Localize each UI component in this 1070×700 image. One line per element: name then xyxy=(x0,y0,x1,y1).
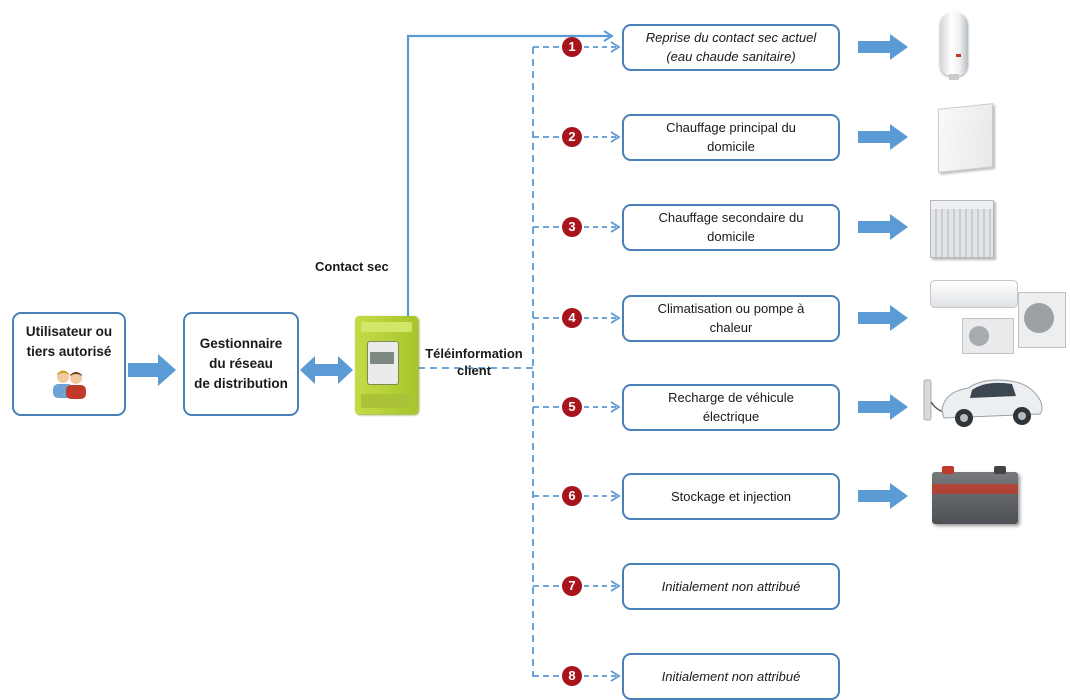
output-box-8: Initialement non attribué xyxy=(622,652,840,700)
output-number-badge-2: 2 xyxy=(562,127,582,147)
contact-sec-line xyxy=(406,34,612,316)
dry-contact-label: Contact sec xyxy=(315,259,389,274)
main-heater-icon xyxy=(938,103,993,173)
device-arrow-4 xyxy=(858,305,908,331)
branch-arrowhead-2 xyxy=(610,131,621,143)
manager-meter-double-arrow xyxy=(300,356,353,384)
users-icon xyxy=(53,370,86,399)
user-box-line2: tiers autorisé xyxy=(26,344,112,359)
air-conditioner-icon xyxy=(930,278,1066,354)
branch-arrowhead-6 xyxy=(610,490,621,502)
output-number-badge-1: 1 xyxy=(562,37,582,57)
output-box-4: Climatisation ou pompe à chaleur xyxy=(622,294,840,342)
output-box-4-line1: Climatisation ou pompe à xyxy=(657,301,805,316)
output-number-badge-6: 6 xyxy=(562,486,582,506)
grid-manager-box: Gestionnaire du réseau de distribution xyxy=(183,312,299,416)
user-box: Utilisateur ou tiers autorisé xyxy=(12,312,126,416)
output-box-1-line2: (eau chaude sanitaire) xyxy=(666,49,796,64)
branch-group xyxy=(533,41,621,682)
output-box-6: Stockage et injection xyxy=(622,472,840,520)
output-number-badge-5: 5 xyxy=(562,397,582,417)
teleinfo-label-line2: client xyxy=(457,363,491,378)
device-arrow-1 xyxy=(858,34,908,60)
device-arrow-2 xyxy=(858,124,908,150)
output-box-8-line1: Initialement non attribué xyxy=(661,668,801,684)
output-number-badge-4: 4 xyxy=(562,308,582,328)
device-arrow-3 xyxy=(858,214,908,240)
output-box-3-line1: Chauffage secondaire du xyxy=(658,210,804,225)
output-box-5: Recharge de véhicule électrique xyxy=(622,383,840,431)
output-box-4-line2: chaleur xyxy=(709,320,753,335)
output-box-3: Chauffage secondaire du domicile xyxy=(622,203,840,251)
output-number-badge-7: 7 xyxy=(562,576,582,596)
output-number-badge-3: 3 xyxy=(562,217,582,237)
output-box-2-line1: Chauffage principal du xyxy=(666,120,796,135)
device-arrow-6 xyxy=(858,483,908,509)
user-box-line1: Utilisateur ou xyxy=(25,324,113,339)
output-box-1-line1: Reprise du contact sec actuel xyxy=(645,30,817,45)
output-box-5-line1: Recharge de véhicule xyxy=(668,390,794,405)
output-box-3-line2: domicile xyxy=(707,229,755,244)
output-number-badge-8: 8 xyxy=(562,666,582,686)
grid-manager-line2: du réseau xyxy=(209,356,273,371)
output-box-2: Chauffage principal du domicile xyxy=(622,113,840,161)
secondary-heater-icon xyxy=(930,200,994,258)
smart-meter-icon xyxy=(355,316,418,414)
branch-arrowhead-7 xyxy=(610,580,621,592)
output-box-6-line1: Stockage et injection xyxy=(671,488,791,504)
branch-arrowhead-1 xyxy=(610,41,621,53)
output-box-1: Reprise du contact sec actuel (eau chaude… xyxy=(622,23,840,71)
grid-manager-line3: de distribution xyxy=(194,376,288,391)
branch-arrowhead-4 xyxy=(610,312,621,324)
device-arrow-group xyxy=(858,34,908,509)
branch-arrowhead-5 xyxy=(610,401,621,413)
user-to-manager-arrow xyxy=(128,354,176,386)
teleinfo-label-line1: Téléinformation xyxy=(425,346,523,361)
output-box-7-line1: Initialement non attribué xyxy=(661,578,801,594)
electric-car-icon xyxy=(923,379,1043,427)
battery-icon xyxy=(932,466,1018,524)
branch-arrowhead-3 xyxy=(610,221,621,233)
output-box-2-line2: domicile xyxy=(707,139,755,154)
output-box-7: Initialement non attribué xyxy=(622,562,840,610)
device-arrow-5 xyxy=(858,394,908,420)
teleinfo-label: Téléinformation client xyxy=(418,345,530,379)
grid-manager-line1: Gestionnaire xyxy=(199,336,283,351)
branch-arrowhead-8 xyxy=(610,670,621,682)
water-heater-icon xyxy=(940,12,968,80)
output-box-5-line2: électrique xyxy=(702,409,760,424)
